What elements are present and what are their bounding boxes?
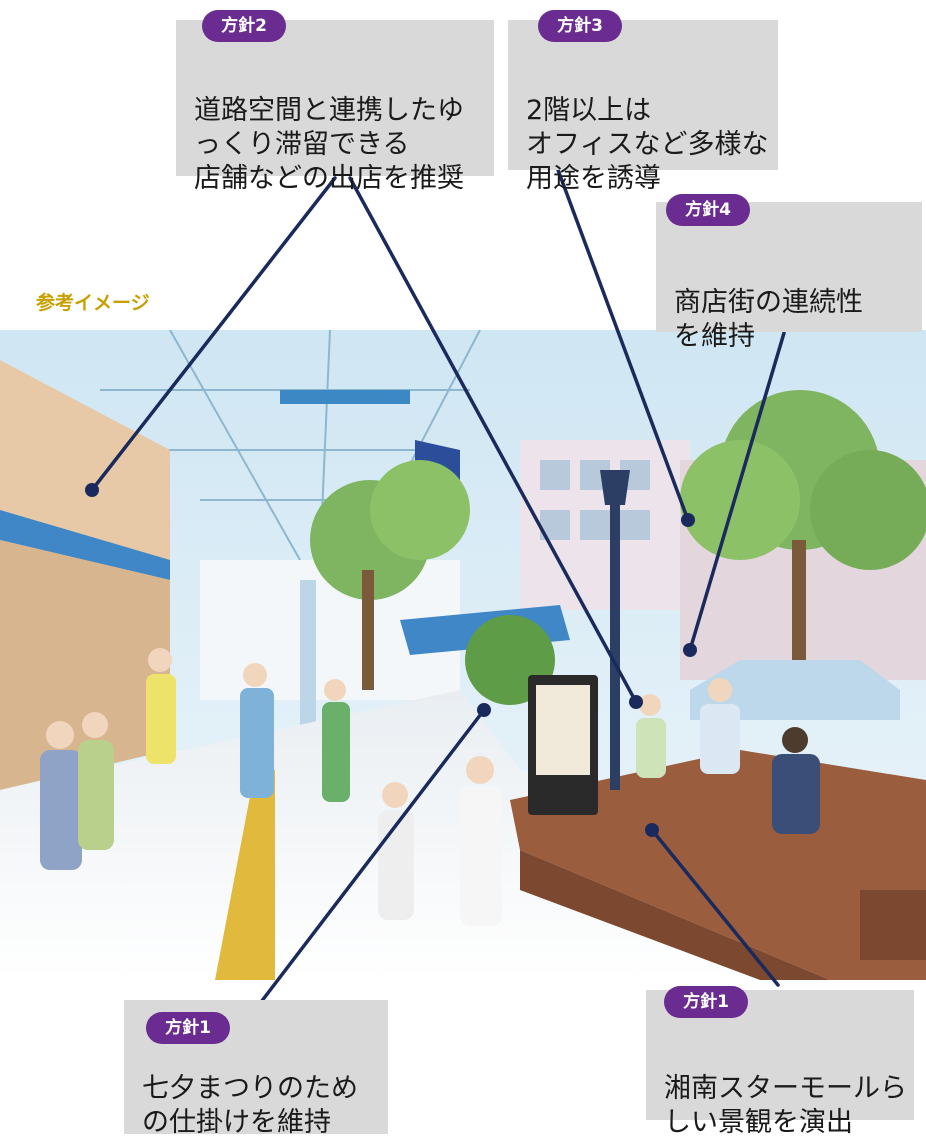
callout-policy4-text: 商店街の連続性 を維持 <box>674 287 863 352</box>
planter-box <box>860 890 926 960</box>
callout-policy1-landscape-text: 湘南スターモールら しい景観を演出 <box>664 1073 907 1138</box>
reference-image-label: 参考イメージ <box>36 292 150 314</box>
center-pillar <box>300 580 316 740</box>
left-shop <box>0 540 170 790</box>
badge-policy2: 方針2 <box>202 10 286 42</box>
street-lamp-post <box>610 490 620 790</box>
signage-screen <box>536 685 590 775</box>
left-blue-band <box>0 510 170 580</box>
street-illustration <box>0 330 926 980</box>
badge-policy4: 方針4 <box>666 194 750 226</box>
callout-policy3: 2階以上は オフィスなど多様な 用途を誘導 <box>508 20 778 194</box>
badge-policy1-landscape: 方針1 <box>664 986 748 1018</box>
roof-beam <box>280 390 410 404</box>
callout-policy1-tanabata: 七夕まつりのため の仕掛けを維持 <box>124 1000 388 1138</box>
callout-policy4: 商店街の連続性 を維持 <box>656 202 922 352</box>
street-lamp-head <box>600 470 630 505</box>
badge-policy1-tanabata: 方針1 <box>146 1012 230 1044</box>
callout-policy2-text: 道路空間と連携したゆ っくり滞留できる 店舗などの出店を推奨 <box>194 95 464 194</box>
parked-car <box>690 660 900 720</box>
callout-policy3-text: 2階以上は オフィスなど多様な 用途を誘導 <box>526 95 769 194</box>
callout-policy1-tanabata-text: 七夕まつりのため の仕掛けを維持 <box>142 1073 358 1138</box>
callout-policy2: 道路空間と連携したゆ っくり滞留できる 店舗などの出店を推奨 <box>176 20 494 194</box>
badge-policy3: 方針3 <box>538 10 622 42</box>
